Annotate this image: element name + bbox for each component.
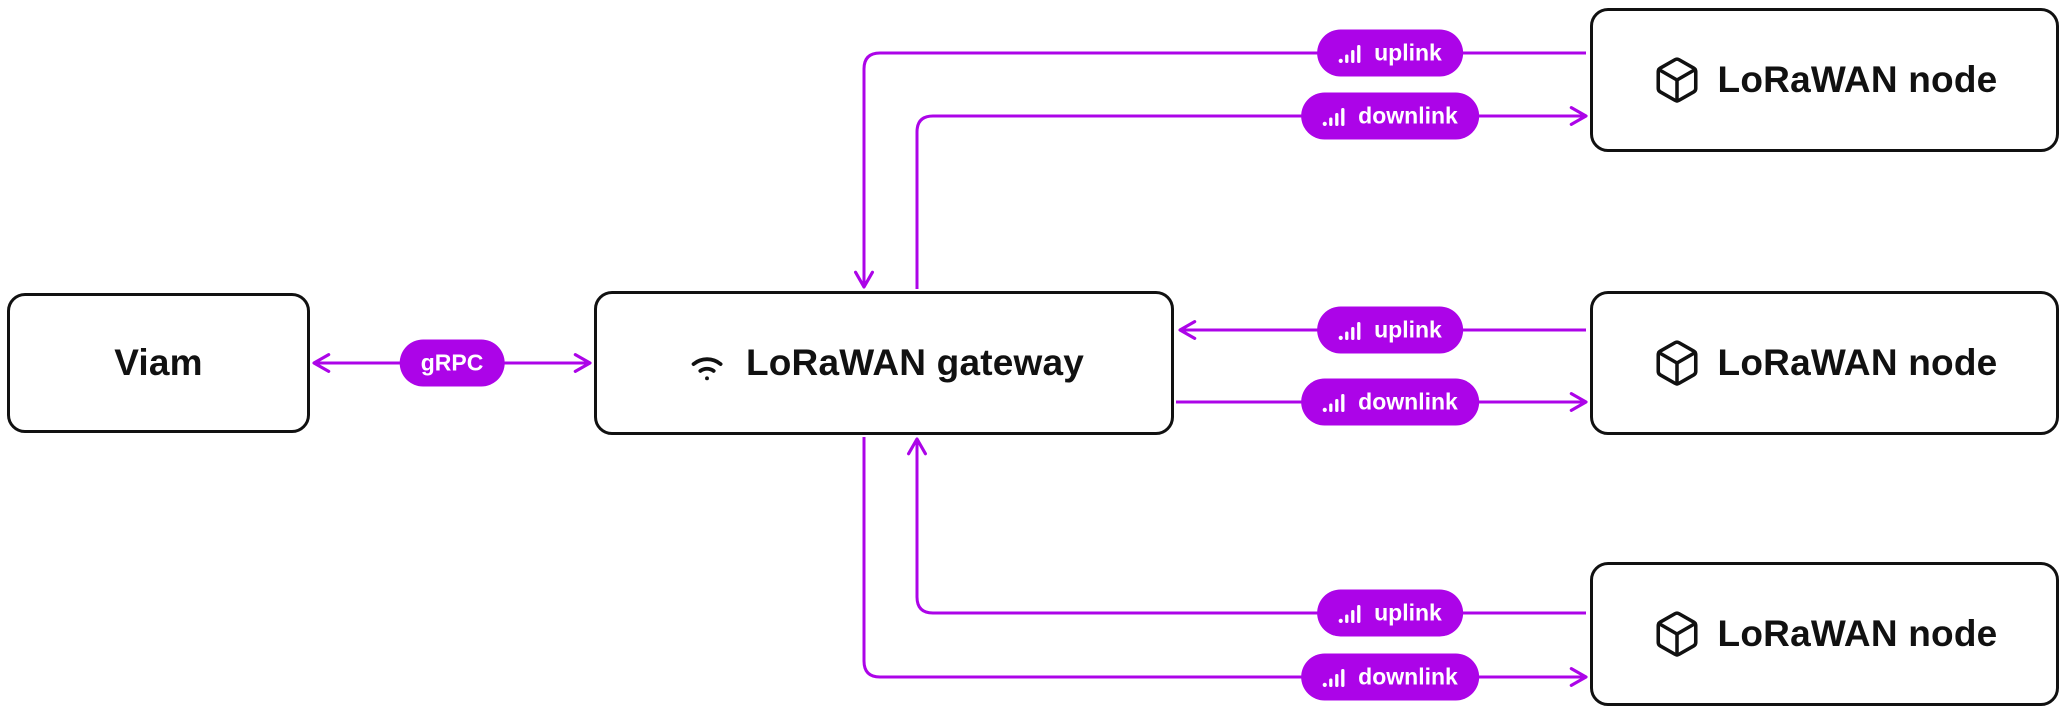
signal-bars-icon (1338, 320, 1364, 340)
cube-icon (1652, 609, 1702, 659)
node1-uplink-line (854, 51, 1586, 289)
signal-bars-icon (1322, 106, 1348, 126)
downlink-badge-label: downlink (1358, 663, 1458, 690)
node-box-1: LoRaWAN node (1590, 8, 2059, 152)
gateway-box: LoRaWAN gateway (594, 291, 1174, 435)
node-label: LoRaWAN node (1717, 613, 1998, 654)
viam-label: Viam (114, 342, 203, 383)
node-box-3: LoRaWAN node (1590, 562, 2059, 706)
node-label: LoRaWAN node (1717, 342, 1998, 383)
node3-downlink-badge: downlink (1301, 653, 1479, 701)
grpc-badge-label: gRPC (420, 349, 484, 376)
node3-uplink-line (907, 437, 1586, 615)
uplink-badge-label: uplink (1374, 599, 1442, 626)
cube-icon (1652, 55, 1702, 105)
node2-downlink-badge: downlink (1301, 378, 1479, 426)
node-box-2: LoRaWAN node (1590, 291, 2059, 435)
viam-box: Viam (7, 293, 310, 433)
downlink-badge-label: downlink (1358, 388, 1458, 415)
wifi-icon (684, 340, 730, 386)
signal-bars-icon (1322, 392, 1348, 412)
signal-bars-icon (1338, 43, 1364, 63)
uplink-badge-label: uplink (1374, 316, 1442, 343)
node3-uplink-badge: uplink (1317, 589, 1463, 637)
downlink-badge-label: downlink (1358, 102, 1458, 129)
gateway-label: LoRaWAN gateway (745, 342, 1085, 383)
uplink-badge-label: uplink (1374, 39, 1442, 66)
signal-bars-icon (1338, 603, 1364, 623)
node1-uplink-badge: uplink (1317, 29, 1463, 77)
grpc-badge: gRPC (399, 339, 505, 387)
node1-downlink-badge: downlink (1301, 92, 1479, 140)
signal-bars-icon (1322, 667, 1348, 687)
cube-icon (1652, 338, 1702, 388)
node1-downlink-line (915, 106, 1588, 289)
node-label: LoRaWAN node (1717, 59, 1998, 100)
node3-downlink-line (862, 437, 1588, 687)
node2-uplink-badge: uplink (1317, 306, 1463, 354)
